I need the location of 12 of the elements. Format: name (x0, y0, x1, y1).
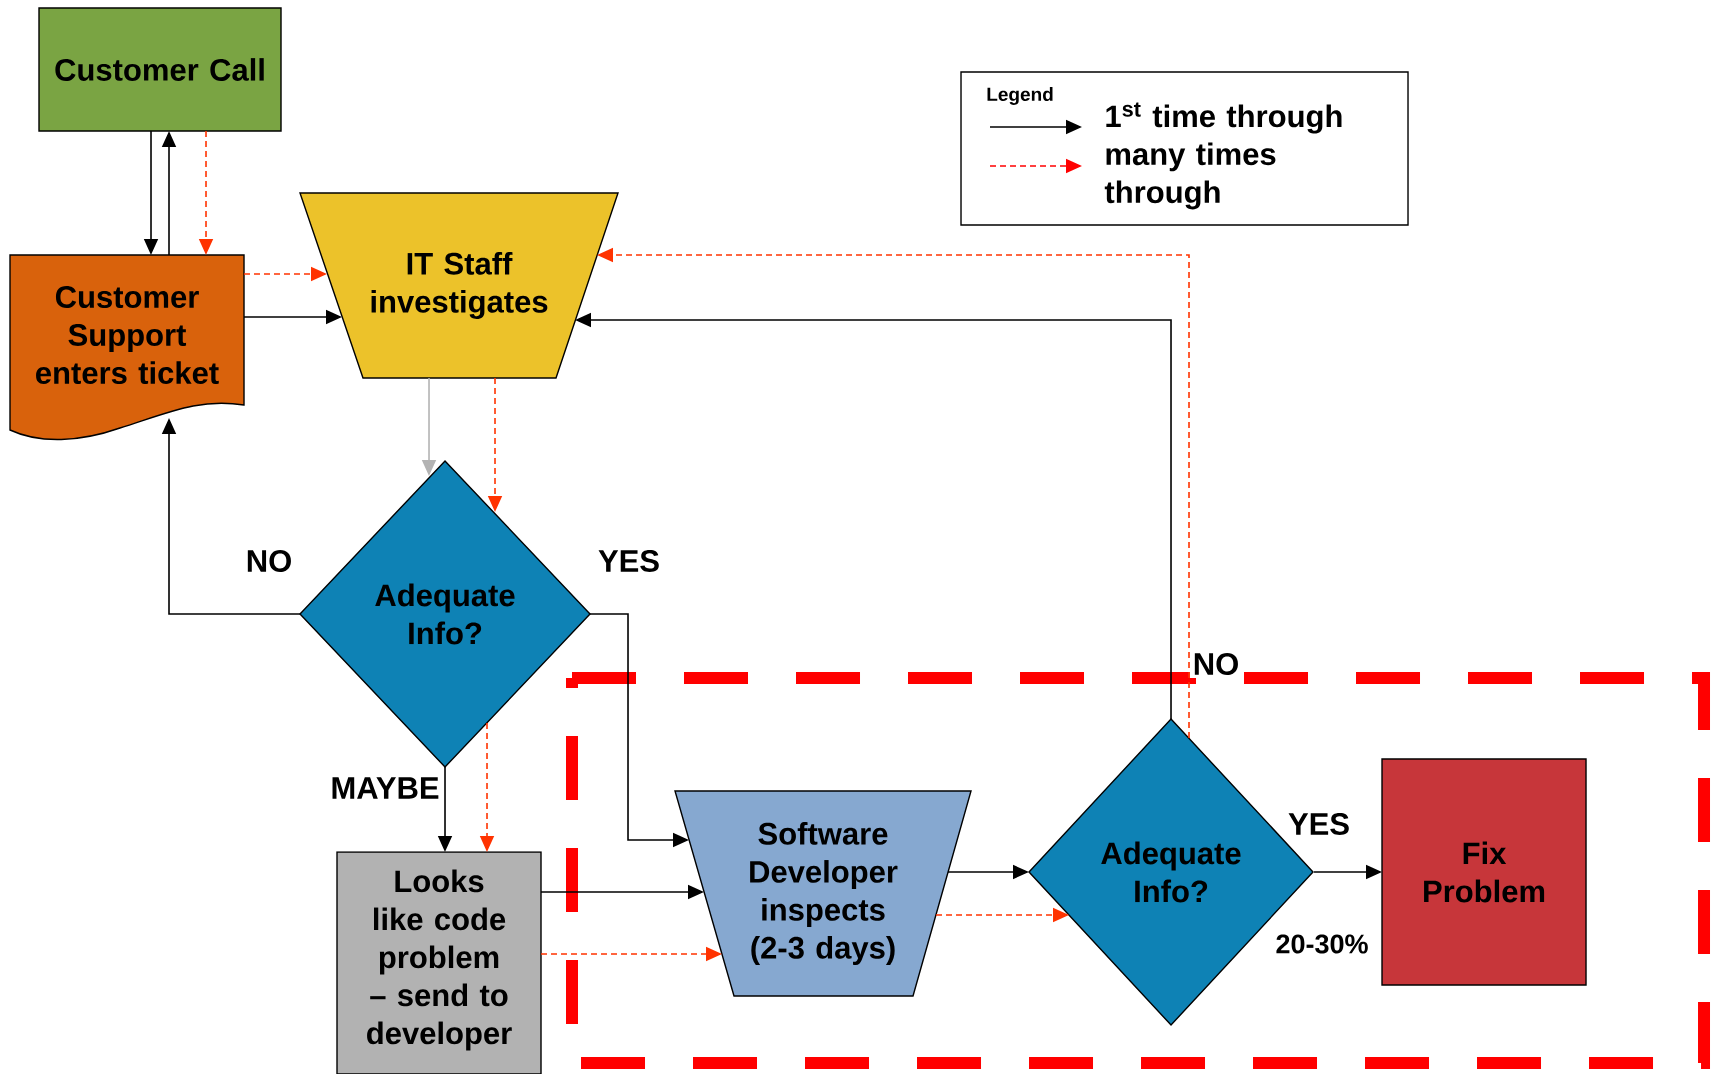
process-box: Fix Problem (1381, 758, 1587, 986)
edge-label: NO (1189, 650, 1243, 678)
manual-operation-box: IT Staff investigates (299, 192, 619, 379)
manual-operation-box: Software Developer inspects (2-3 days) (674, 790, 972, 997)
process-box: Looks like code problem – send to developer (336, 851, 542, 1074)
edge-label: YES (595, 547, 664, 575)
legend-text: many times through (1104, 142, 1276, 210)
edge-label: MAYBE (327, 774, 443, 802)
process-box: Customer Call (38, 7, 282, 132)
edge-label: NO (242, 547, 296, 575)
text-label: Legend (987, 87, 1053, 105)
legend-text: 1$^{st}$ time through (1106, 102, 1342, 134)
